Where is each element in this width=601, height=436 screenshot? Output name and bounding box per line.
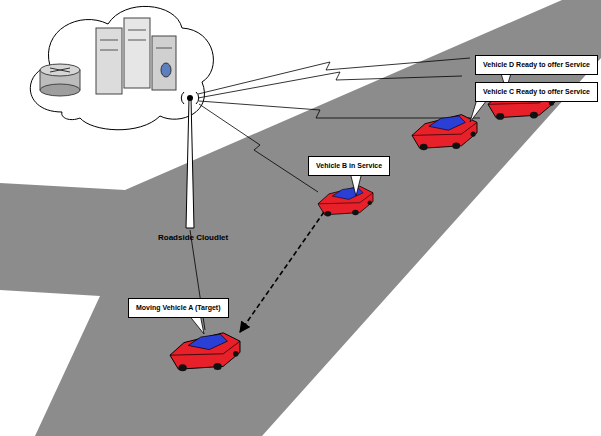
callout-box: Vehicle D Ready to offer Service — [475, 55, 598, 75]
antenna-tower — [181, 92, 198, 228]
callout-box: Moving Vehicle A (Target) — [128, 298, 229, 318]
callout-text: Vehicle B in Service — [316, 162, 382, 170]
handover-arrow — [240, 212, 324, 332]
cloud — [30, 6, 213, 129]
callout-box: Vehicle B in Service — [308, 156, 390, 176]
callout-text: Moving Vehicle A (Target) — [136, 304, 221, 312]
callout-box: Vehicle C Ready to offer Service — [475, 82, 598, 102]
callout-text: Vehicle C Ready to offer Service — [483, 88, 590, 96]
cloudlet-label: Roadside Cloudlet — [158, 233, 228, 242]
callout-tails — [188, 70, 512, 334]
router-icon — [40, 64, 80, 96]
callout-text: Vehicle D Ready to offer Service — [483, 61, 590, 69]
wireless-links — [190, 58, 480, 330]
vehicle-c — [412, 115, 477, 151]
vehicle-a — [170, 333, 240, 372]
vehicle-b — [318, 186, 373, 216]
server-icons — [96, 18, 176, 94]
